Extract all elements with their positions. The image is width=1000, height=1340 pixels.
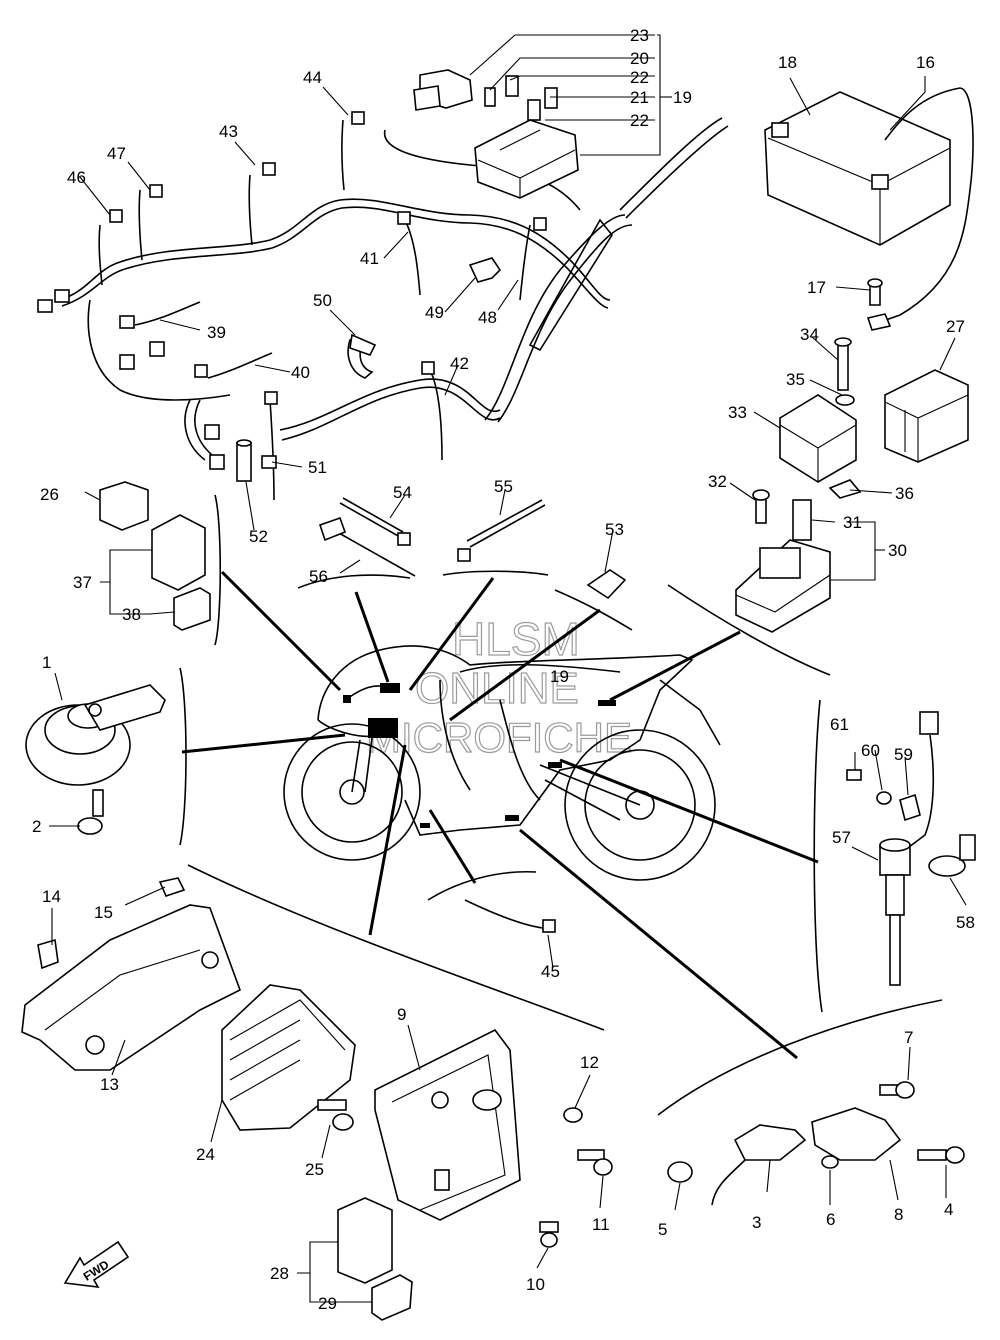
callout-47: 47 [107, 144, 126, 163]
callout-61: 61 [830, 715, 849, 734]
callout-55: 55 [494, 477, 513, 496]
horn-assembly [25, 684, 166, 835]
callout-36: 36 [895, 484, 914, 503]
callout-42: 42 [450, 354, 469, 373]
fwd-arrow: FWD [63, 1240, 130, 1288]
callout-1: 1 [42, 653, 51, 672]
main-wire-harness [37, 111, 729, 501]
callout-60: 60 [861, 741, 880, 760]
callout-5: 5 [658, 1220, 667, 1239]
callout-12: 12 [580, 1053, 599, 1072]
callout-29: 29 [318, 1294, 337, 1313]
callout-43: 43 [219, 122, 238, 141]
callout-3: 3 [752, 1213, 761, 1232]
callout-51: 51 [308, 458, 327, 477]
callout-58: 58 [956, 913, 975, 932]
fuse-box-assembly [413, 69, 579, 199]
callout-7: 7 [904, 1028, 913, 1047]
callout-6: 6 [826, 1210, 835, 1229]
callout-19-bike: 19 [550, 667, 569, 686]
callout-41: 41 [360, 249, 379, 268]
callout-16: 16 [916, 53, 935, 72]
starter-relay-assembly [735, 489, 831, 633]
callout-13: 13 [100, 1075, 119, 1094]
callout-27: 27 [946, 317, 965, 336]
callout-24: 24 [196, 1145, 215, 1164]
relay-group-left [99, 481, 211, 631]
leader-lines [49, 34, 967, 1303]
callout-10: 10 [526, 1275, 545, 1294]
callout-31: 31 [843, 513, 862, 532]
section-brackets [179, 494, 943, 1116]
callout-54: 54 [393, 483, 412, 502]
callout-21: 21 [630, 88, 649, 107]
callout-19-fusebox: 19 [673, 88, 692, 107]
callout-20: 20 [630, 49, 649, 68]
callout-33: 33 [728, 403, 747, 422]
sensor-45 [464, 899, 556, 933]
callout-56: 56 [309, 567, 328, 586]
motorcycle-outline [283, 645, 721, 881]
callout-25: 25 [305, 1160, 324, 1179]
battery-assembly [764, 87, 974, 331]
callout-48: 48 [478, 308, 497, 327]
callout-11: 11 [592, 1215, 610, 1234]
relay-group-bottom [337, 1197, 413, 1321]
rectifier-regulator-assembly [21, 877, 356, 1131]
callout-4: 4 [944, 1200, 953, 1219]
neutral-switch-assembly [846, 711, 976, 986]
watermark: HLSM ONLINE MICROFICHE [365, 612, 632, 761]
callout-26: 26 [40, 485, 59, 504]
callout-14: 14 [42, 887, 61, 906]
callout-2: 2 [32, 817, 41, 836]
callout-39: 39 [207, 323, 226, 342]
sidestand-switch-assembly [667, 1081, 965, 1206]
callout-40: 40 [291, 363, 310, 382]
callout-8: 8 [894, 1205, 903, 1224]
callout-38: 38 [122, 605, 141, 624]
callout-37: 37 [73, 573, 92, 592]
callout-22-upper: 22 [630, 68, 649, 87]
callout-numbers: 1 2 3 4 5 6 7 8 9 10 11 12 13 14 15 16 1… [32, 26, 975, 1313]
callout-49: 49 [425, 303, 444, 322]
callout-28: 28 [270, 1264, 289, 1283]
callout-34: 34 [800, 325, 819, 344]
callout-45: 45 [541, 962, 560, 981]
callout-44: 44 [303, 68, 322, 87]
watermark-line-3: MICROFICHE [366, 714, 632, 761]
callout-59: 59 [894, 745, 913, 764]
callout-50: 50 [313, 291, 332, 310]
callout-17: 17 [807, 278, 826, 297]
callout-30: 30 [888, 541, 907, 560]
callout-53: 53 [605, 520, 624, 539]
relay-group-right [779, 337, 969, 499]
cable-ties [318, 497, 627, 600]
callout-46: 46 [67, 168, 86, 187]
callout-9: 9 [397, 1005, 406, 1024]
callout-15: 15 [94, 903, 113, 922]
callout-52: 52 [249, 527, 268, 546]
callout-18: 18 [778, 53, 797, 72]
callout-23: 23 [630, 26, 649, 45]
callout-57: 57 [832, 828, 851, 847]
callout-22-lower: 22 [630, 111, 649, 130]
ecu-bracket-assembly [374, 1028, 613, 1248]
callout-35: 35 [786, 370, 805, 389]
callout-32: 32 [708, 472, 727, 491]
